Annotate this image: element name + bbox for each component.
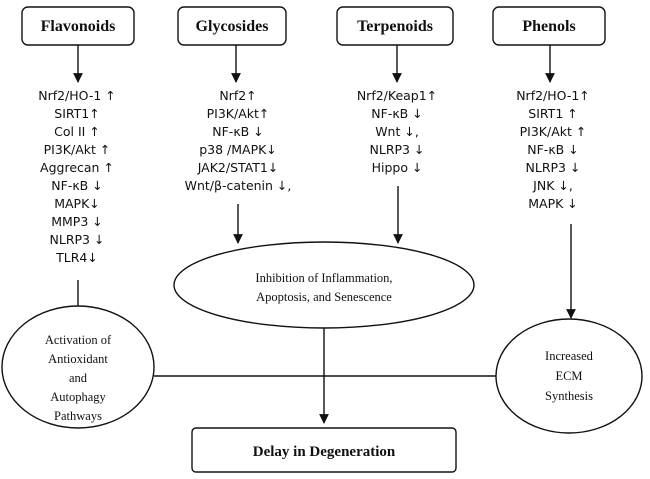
flavonoids-item: NF-κB ↓ [51,178,102,193]
ecm-text-line: Increased [545,349,594,363]
phenols-item: MAPK ↓ [528,196,578,211]
phenols-label: Phenols [522,18,575,35]
antioxidant-text-line: Autophagy [50,390,106,404]
terpenoids-node: Terpenoids [336,6,454,46]
glycosides-label: Glycosides [196,18,269,35]
flavonoids-items: Nrf2/HO-1 ↑ SIRT1↑ Col II ↑ PI3K/Akt ↑ A… [38,88,116,265]
glycosides-item: Wnt/β-catenin ↓, [185,178,292,193]
flavonoids-item: NLRP3 ↓ [50,232,105,247]
delay-in-degeneration-node: Delay in Degeneration [191,427,457,473]
flavonoids-label: Flavonoids [41,18,116,35]
terpenoids-item: NF-κB ↓ [371,106,422,121]
phenols-node: Phenols [492,6,606,46]
flavonoids-item: MAPK↓ [54,196,100,211]
flavonoids-node: Flavonoids [21,6,135,46]
ecm-text-line: Synthesis [545,389,593,403]
terpenoids-item: Nrf2/Keap1↑ [357,88,437,103]
ecm-text-line: ECM [555,369,582,383]
phenols-item: NF-κB ↓ [527,142,578,157]
inhibition-text-line: Inhibition of Inflammation, [255,271,392,285]
inhibition-text-line: Apoptosis, and Senescence [256,290,392,304]
phenols-item: SIRT1 ↑ [528,106,577,121]
terpenoids-item: Wnt ↓, [375,124,419,139]
flavonoids-item: Col II ↑ [54,124,100,139]
phenols-item: NLRP3 ↓ [526,160,581,175]
terpenoids-items: Nrf2/Keap1↑ NF-κB ↓ Wnt ↓, NLRP3 ↓ Hippo… [357,88,437,175]
antioxidant-text-line: and [69,371,88,385]
antioxidant-text-line: Pathways [54,409,102,423]
phenols-item: PI3K/Akt ↑ [520,124,587,139]
antioxidant-node: Activation of Antioxidant and Autophagy … [1,305,155,429]
antioxidant-text-line: Antioxidant [48,352,108,366]
inhibition-node: Inhibition of Inflammation, Apoptosis, a… [173,241,475,329]
flavonoids-item: MMP3 ↓ [51,214,103,229]
glycosides-node: Glycosides [177,6,287,46]
glycosides-item: Nrf2↑ [219,88,256,103]
flavonoids-item: PI3K/Akt ↑ [44,142,111,157]
terpenoids-label: Terpenoids [357,18,433,35]
flavonoids-item: SIRT1↑ [54,106,99,121]
flavonoids-item: Aggrecan ↑ [40,160,114,175]
glycosides-item: PI3K/Akt↑ [207,106,270,121]
flavonoids-item: TLR4↓ [55,250,98,265]
terpenoids-item: NLRP3 ↓ [370,142,425,157]
phenols-item: JNK ↓, [532,178,573,193]
glycosides-items: Nrf2↑ PI3K/Akt↑ NF-κB ↓ p38 /MAPK↓ JAK2/… [185,88,292,193]
glycosides-item: JAK2/STAT1↓ [197,160,279,175]
phenols-items: Nrf2/HO-1↑ SIRT1 ↑ PI3K/Akt ↑ NF-κB ↓ NL… [516,88,590,211]
delay-in-degeneration-label: Delay in Degeneration [253,444,396,460]
flavonoids-item: Nrf2/HO-1 ↑ [38,88,116,103]
terpenoids-item: Hippo ↓ [372,160,423,175]
glycosides-item: p38 /MAPK↓ [199,142,277,157]
phenols-item: Nrf2/HO-1↑ [516,88,590,103]
antioxidant-text-line: Activation of [45,333,112,347]
ecm-node: Increased ECM Synthesis [495,318,643,434]
glycosides-item: NF-κB ↓ [212,124,263,139]
